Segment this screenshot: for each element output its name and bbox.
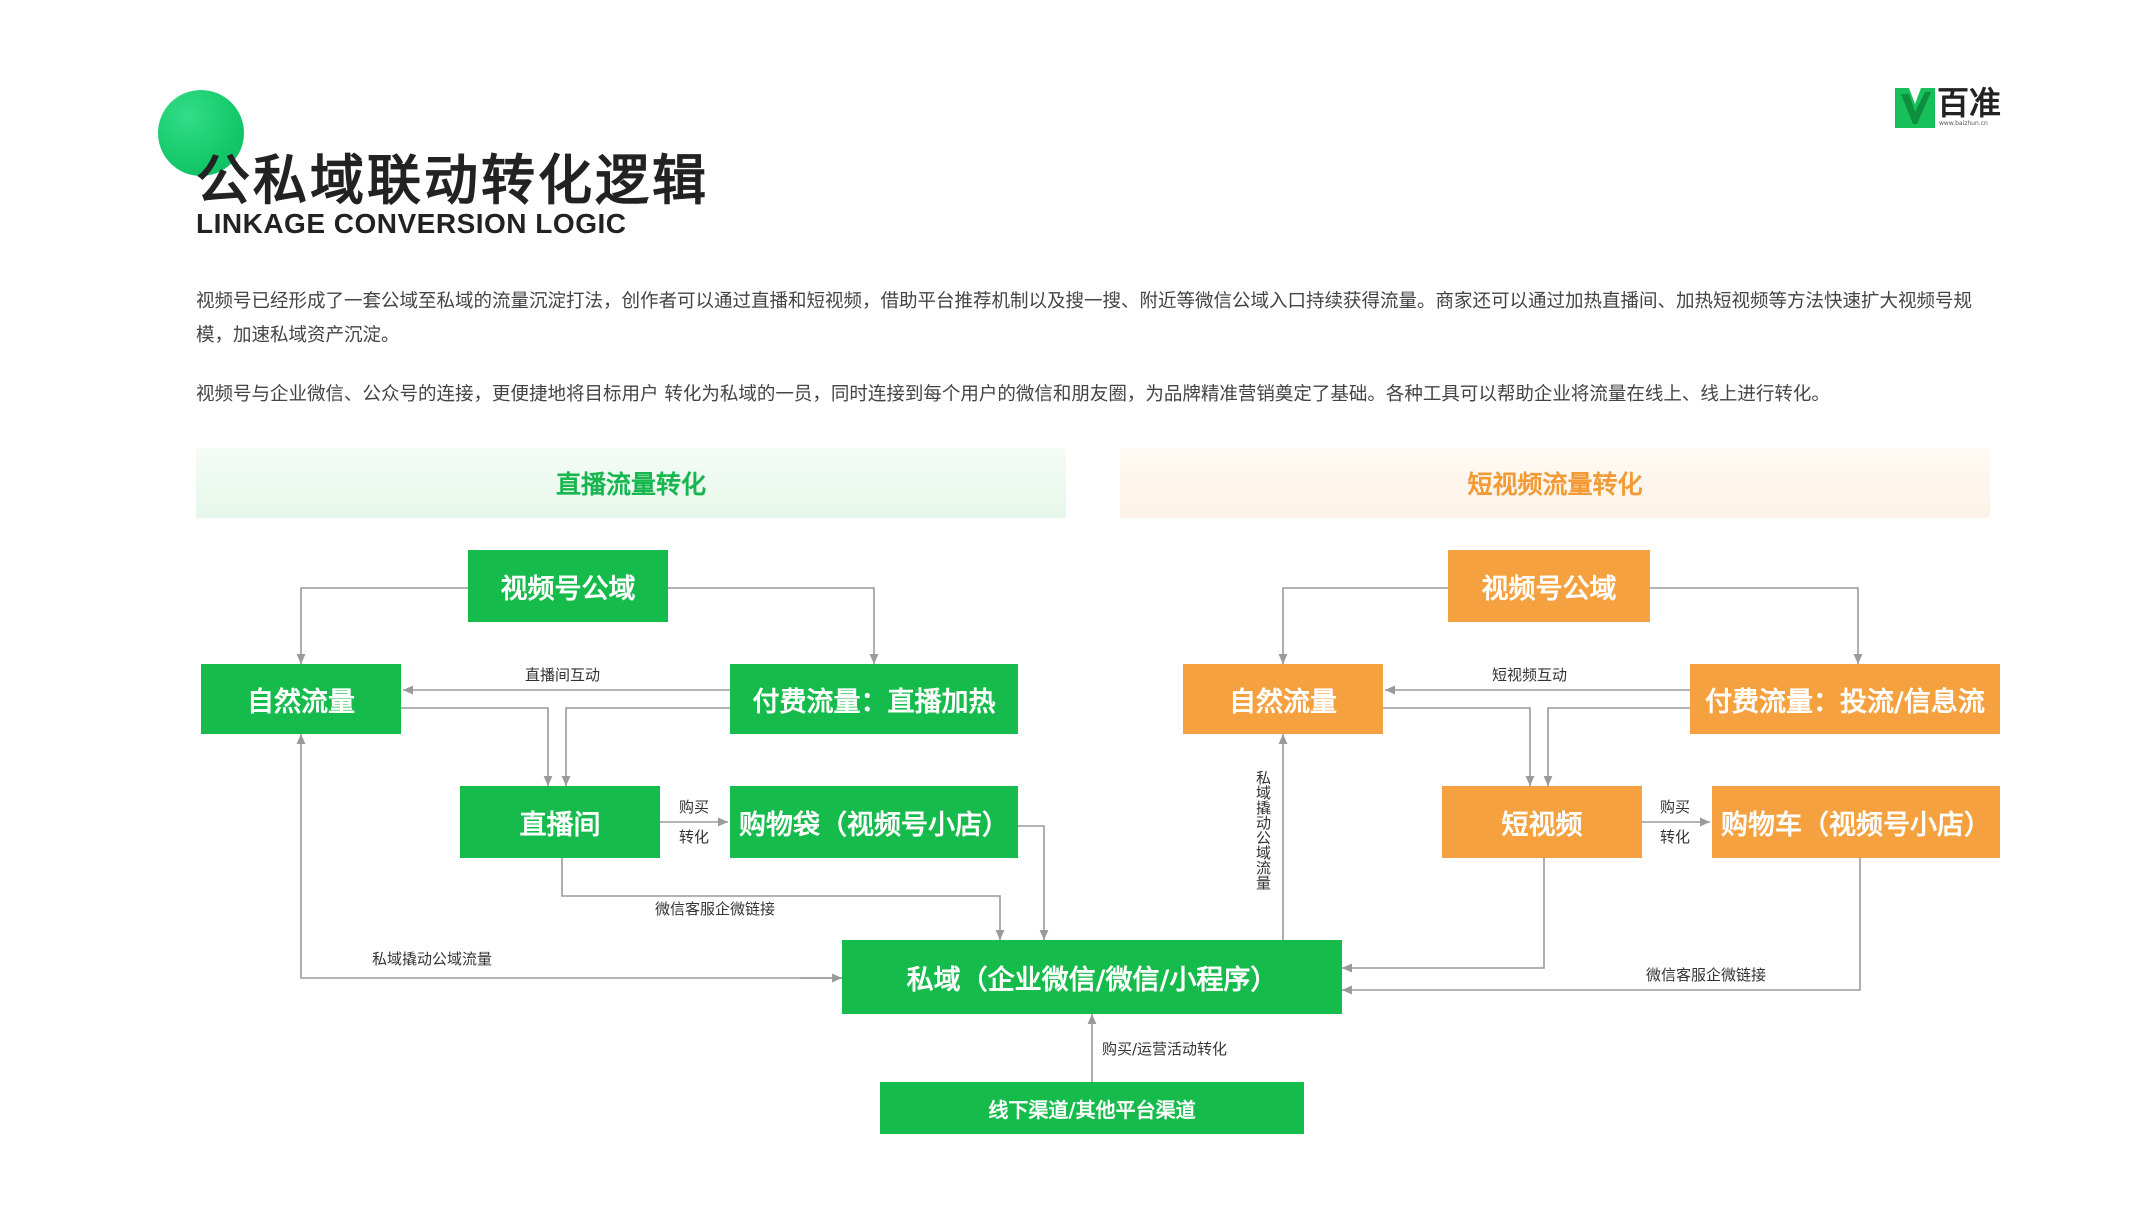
label-live-convert: 转化	[679, 828, 710, 846]
node-live-paid-traffic: 付费流量：直播加热	[730, 664, 1018, 734]
label-live-private-drive: 私域撬动公域流量	[372, 950, 493, 968]
decorative-circle	[158, 90, 244, 176]
link-natural-to-video	[1383, 707, 1535, 786]
page-subtitle: LINKAGE CONVERSION LOGIC	[196, 208, 627, 239]
link-cart-to-private	[1342, 858, 1861, 995]
node-private-domain: 私域（企业微信/微信/小程序）	[842, 940, 1342, 1014]
node-short-video: 短视频	[1442, 786, 1642, 858]
link-video-to-private	[1342, 858, 1545, 973]
link-paid-to-video	[1543, 707, 1690, 786]
label-buy-ops-convert: 购买/运营活动转化	[1102, 1040, 1228, 1058]
node-shopping-cart: 购物车（视频号小店）	[1712, 786, 2000, 858]
label-short-wechat-link: 微信客服企微链接	[1646, 966, 1767, 984]
logo-check-icon	[1895, 88, 1935, 128]
brand-logo: 百准 www.baizhun.cn	[1895, 84, 2005, 132]
link-bag-to-private	[1017, 825, 1049, 940]
page-title: 公私域联动转化逻辑	[196, 149, 709, 212]
link-public-to-paid-right	[1650, 587, 1863, 664]
section-header-short-video: 短视频流量转化	[1120, 448, 1990, 518]
label-short-private-drive: 私域撬动公域流量	[1254, 770, 1272, 890]
link-public-to-paid-left	[668, 587, 879, 664]
node-short-paid-traffic: 付费流量：投流/信息流	[1690, 664, 2000, 734]
link-public-to-natural-right	[1278, 587, 1448, 664]
link-public-to-natural-left	[296, 587, 468, 664]
link-room-to-private	[561, 858, 1005, 940]
link-private-to-natural-left	[296, 734, 842, 979]
intro-paragraph-1: 视频号已经形成了一套公域至私域的流量沉淀打法，创作者可以通过直播和短视频，借助平…	[196, 291, 1973, 346]
link-natural-to-room	[401, 707, 553, 786]
logo-url: www.baizhun.cn	[1939, 120, 1988, 127]
node-live-room: 直播间	[460, 786, 660, 858]
node-short-natural-traffic: 自然流量	[1183, 664, 1383, 734]
label-live-interaction: 直播间互动	[525, 666, 601, 684]
node-live-natural-traffic: 自然流量	[201, 664, 401, 734]
logo-wordmark: 百准	[1937, 84, 2002, 122]
section-header-live: 直播流量转化	[196, 448, 1066, 518]
node-short-public-domain: 视频号公域	[1448, 550, 1650, 622]
label-live-wechat-link: 微信客服企微链接	[655, 900, 776, 918]
label-short-interaction: 短视频互动	[1492, 666, 1568, 684]
label-live-buy: 购买	[679, 798, 710, 816]
label-short-convert: 转化	[1660, 828, 1691, 846]
node-offline-channels: 线下渠道/其他平台渠道	[880, 1082, 1304, 1134]
node-live-public-domain: 视频号公域	[468, 550, 668, 622]
intro-paragraph-2: 视频号与企业微信、公众号的连接，更便捷地将目标用户 转化为私域的一员，同时连接到…	[196, 384, 1830, 405]
link-paid-to-room	[561, 707, 730, 786]
node-shopping-bag: 购物袋（视频号小店）	[730, 786, 1018, 858]
label-short-buy: 购买	[1660, 798, 1691, 816]
